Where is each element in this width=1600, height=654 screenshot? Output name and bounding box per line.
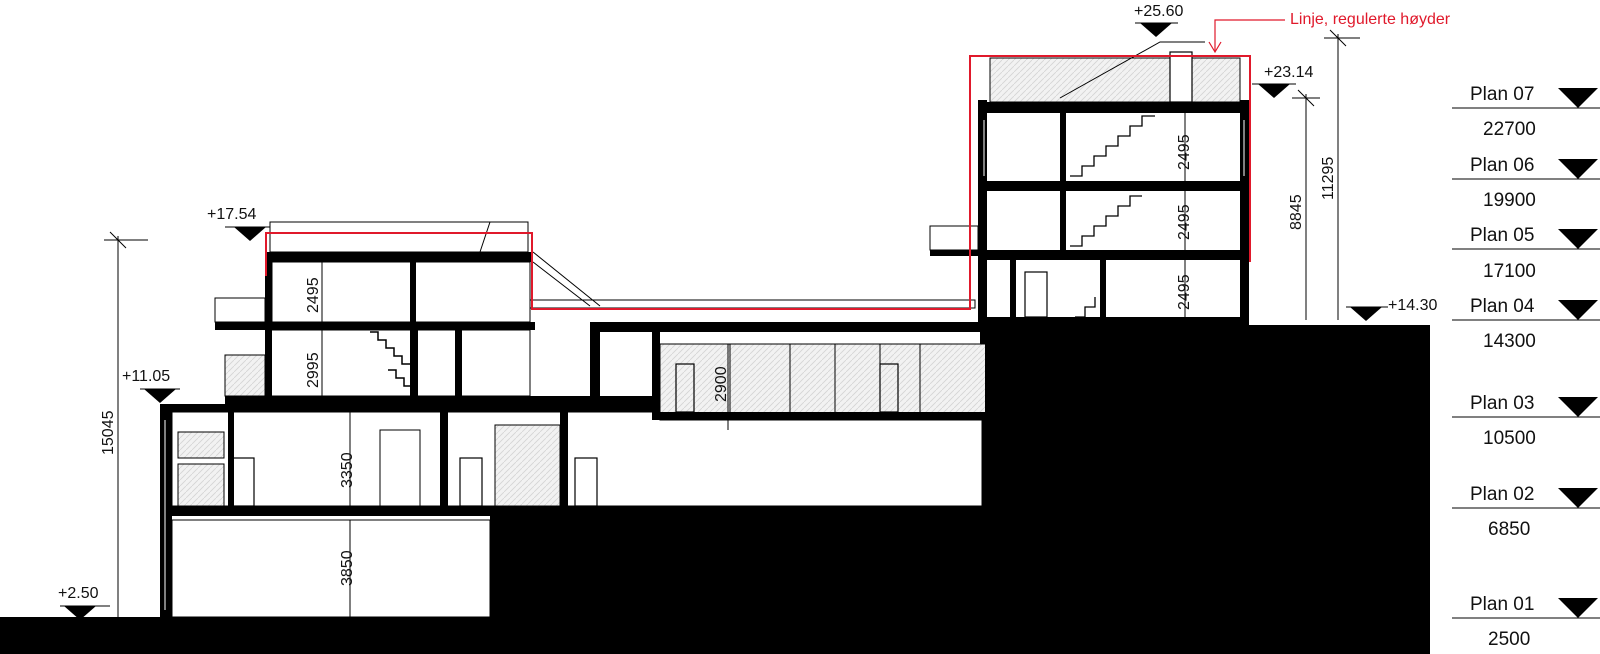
svg-text:+11.05: +11.05: [122, 368, 170, 385]
svg-text:+25.60: +25.60: [1134, 3, 1183, 20]
terrain-mass: [490, 325, 1430, 654]
dimension-lines: [104, 29, 1360, 618]
dim-3850: 3850: [339, 550, 356, 586]
svg-text:Plan 03: Plan 03: [1470, 393, 1534, 414]
elevation-mark-2-50: +2.50: [58, 585, 110, 620]
svg-text:+14.30: +14.30: [1388, 297, 1437, 314]
svg-text:+2.50: +2.50: [58, 585, 99, 602]
dim-11295: 11295: [1320, 157, 1337, 200]
svg-text:17100: 17100: [1483, 261, 1536, 282]
dim-2495-b: 2495: [1176, 204, 1193, 240]
plan-07: Plan 07 22700: [1452, 84, 1600, 140]
svg-text:6850: 6850: [1488, 519, 1530, 540]
svg-text:+23.14: +23.14: [1264, 64, 1313, 81]
dim-2495-left: 2495: [305, 277, 322, 313]
svg-text:19900: 19900: [1483, 190, 1536, 211]
plan-01: Plan 01 2500: [1452, 594, 1600, 650]
svg-text:Plan 05: Plan 05: [1470, 225, 1534, 246]
plan-05: Plan 05 17100: [1452, 225, 1600, 282]
elevation-mark-17-54: +17.54: [207, 206, 270, 241]
dim-2995: 2995: [305, 352, 322, 388]
elevation-mark-23-14: +23.14: [1252, 64, 1313, 98]
svg-text:14300: 14300: [1483, 331, 1536, 352]
dim-2900: 2900: [713, 366, 730, 402]
svg-text:Plan 04: Plan 04: [1470, 296, 1535, 317]
dim-8845: 8845: [1288, 194, 1305, 230]
dim-3350: 3350: [339, 452, 356, 488]
plan-level-legend: Plan 07 22700 Plan 06 19900 Plan 05 1710…: [1452, 84, 1600, 650]
svg-text:Plan 06: Plan 06: [1470, 155, 1534, 176]
svg-text:2500: 2500: [1488, 629, 1530, 650]
elevation-marks: +2.50 +11.05 +17.54 +25.60 +23.14 +14.30: [58, 3, 1437, 620]
plan-03: Plan 03 10500: [1452, 393, 1600, 449]
plan-02: Plan 02 6850: [1452, 484, 1600, 540]
plan-06: Plan 06 19900: [1452, 155, 1600, 211]
elevation-mark-11-05: +11.05: [122, 368, 180, 403]
left-upper-block: [214, 221, 655, 405]
svg-text:+17.54: +17.54: [207, 206, 256, 223]
middle-block: [529, 299, 993, 421]
dim-2495-c: 2495: [1176, 274, 1193, 310]
svg-text:22700: 22700: [1483, 119, 1536, 140]
regulated-height-line: [265, 19, 1285, 310]
regulated-heights-note: Linje, regulerte høyder: [1290, 11, 1451, 28]
svg-text:Plan 07: Plan 07: [1470, 84, 1534, 105]
svg-text:Plan 02: Plan 02: [1470, 484, 1534, 505]
dim-15045: 15045: [100, 410, 117, 455]
elevation-mark-25-60: +25.60: [1134, 3, 1183, 37]
dimension-labels: 15045 11295 8845 3850 3350 2995 2495 290…: [100, 134, 1337, 586]
left-lower-block: [160, 404, 983, 618]
dim-2495-a: 2495: [1176, 134, 1193, 170]
elevation-mark-14-30: +14.30: [1346, 297, 1437, 321]
svg-text:Plan 01: Plan 01: [1470, 594, 1534, 615]
svg-text:10500: 10500: [1483, 428, 1536, 449]
plan-04: Plan 04 14300: [1452, 296, 1600, 352]
right-tower: [929, 41, 1249, 327]
